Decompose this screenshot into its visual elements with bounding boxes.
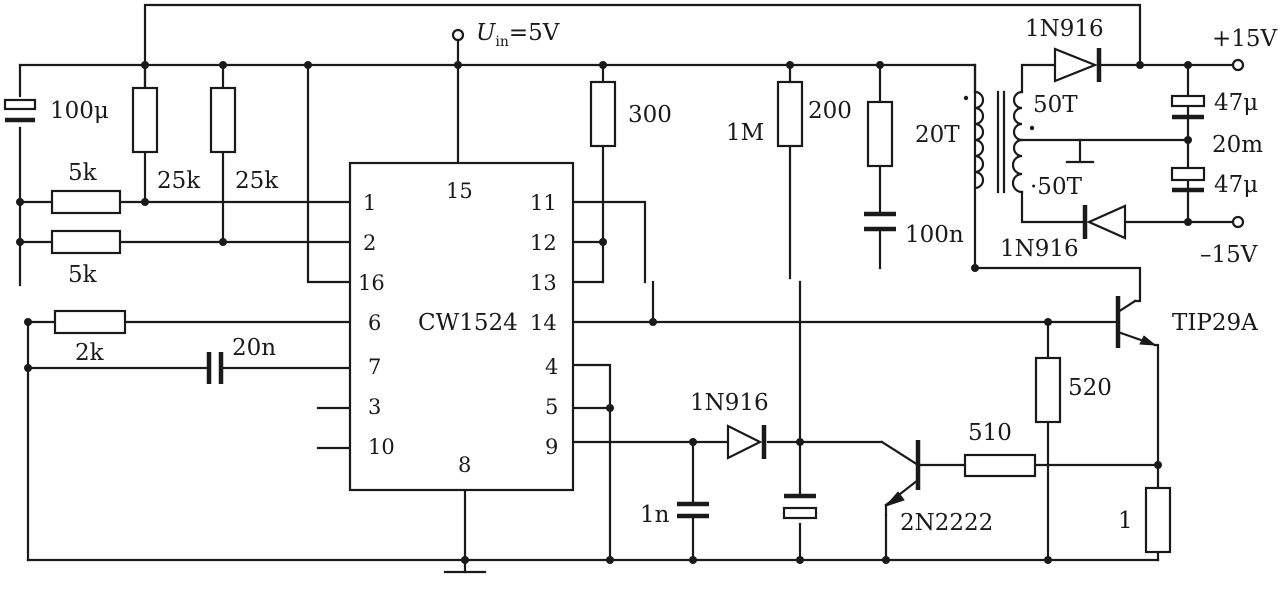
supply-terminal [451,28,465,42]
ic-name: CW1524 [418,310,518,336]
transistor-2n2222 [884,440,921,517]
label-r-2k: 2k [75,340,105,366]
resistor-5k-top [50,189,122,215]
label-c-input: 100μ [50,98,109,124]
label-output-pos: +15V [1212,26,1278,52]
label-q-2n2222: 2N2222 [900,510,993,536]
label-d-top: 1N916 [1025,16,1104,42]
label-r-25k-right: 25k [235,168,279,194]
output-terminal-pos [1231,58,1245,72]
label-output-neg: –15V [1200,242,1258,268]
ic-cw1524-body [348,161,575,492]
resistor-1 [1144,486,1172,554]
pin-10: 10 [368,435,395,459]
label-c-47-bottom: 47μ [1214,172,1258,198]
diode-1n916-bottom [1082,204,1127,240]
resistor-510 [963,453,1037,478]
label-r-510: 510 [968,420,1012,446]
resistor-25k-left [131,86,159,154]
label-r-520: 520 [1068,375,1112,401]
pin-5: 5 [545,395,558,419]
label-c-1n: 1n [640,502,670,528]
transistor-tip29a [1115,296,1157,348]
pin-14: 14 [530,311,557,335]
label-r-25k-left: 25k [157,168,201,194]
label-c-100n: 100n [905,222,964,248]
pin-2: 2 [363,231,376,255]
label-r-5k-bottom: 5k [68,262,98,288]
pin-13: 13 [530,271,557,295]
wires [18,3,1234,574]
pin-4: 4 [545,355,558,379]
supply-label: Uin=5V [476,20,560,50]
capacitor-timing [782,493,818,520]
pin-15: 15 [446,179,473,203]
resistor-5k-bottom [50,229,122,255]
capacitor-100u [3,98,37,123]
label-r-1m: 1M [726,120,764,146]
label-d-bottom: 1N916 [1000,236,1079,262]
diode-1n916-top [1053,47,1102,83]
capacitor-20n [206,352,224,384]
capacitor-100n [864,211,896,232]
label-r-5k-top: 5k [68,160,98,186]
label-q-tip29a: TIP29A [1172,310,1258,336]
resistor-2k [53,309,127,335]
label-r-1: 1 [1118,508,1133,534]
pin-6: 6 [368,311,381,335]
diode-1n916-feedback [726,424,767,460]
capacitor-47u-top [1170,94,1206,120]
pin-3: 3 [368,395,381,419]
resistor-25k-right [209,86,237,154]
resistor-1m [776,80,804,148]
transformer [963,63,1035,194]
capacitor-1n [677,501,709,519]
label-xfmr-sec-top: 50T [1033,92,1078,118]
components [3,28,1245,554]
pin-9: 9 [545,435,558,459]
capacitor-47u-bottom [1170,166,1206,193]
label-c-47-top: 47μ [1214,90,1258,116]
labels: Uin=5V 100μ 5k 5k 25k 25k 300 1M 200 100… [50,16,1278,536]
pin-1: 1 [363,191,376,215]
label-l-20m: 20m [1212,132,1263,158]
pin-11: 11 [530,191,557,215]
label-r-300: 300 [628,102,672,128]
pin-8: 8 [458,453,471,477]
label-r-200: 200 [808,98,852,124]
resistor-520 [1034,356,1062,424]
pin-12: 12 [530,231,557,255]
pin-16: 16 [358,271,385,295]
label-d-feedback: 1N916 [690,390,769,416]
label-xfmr-primary: 20T [915,122,960,148]
junctions [16,61,1192,564]
pin-7: 7 [368,355,381,379]
label-xfmr-sec-bottom: ·50T [1030,174,1083,200]
resistor-300 [589,80,617,148]
resistor-200 [866,100,894,168]
label-c-20n: 20n [232,335,276,361]
output-terminal-neg [1231,215,1245,229]
